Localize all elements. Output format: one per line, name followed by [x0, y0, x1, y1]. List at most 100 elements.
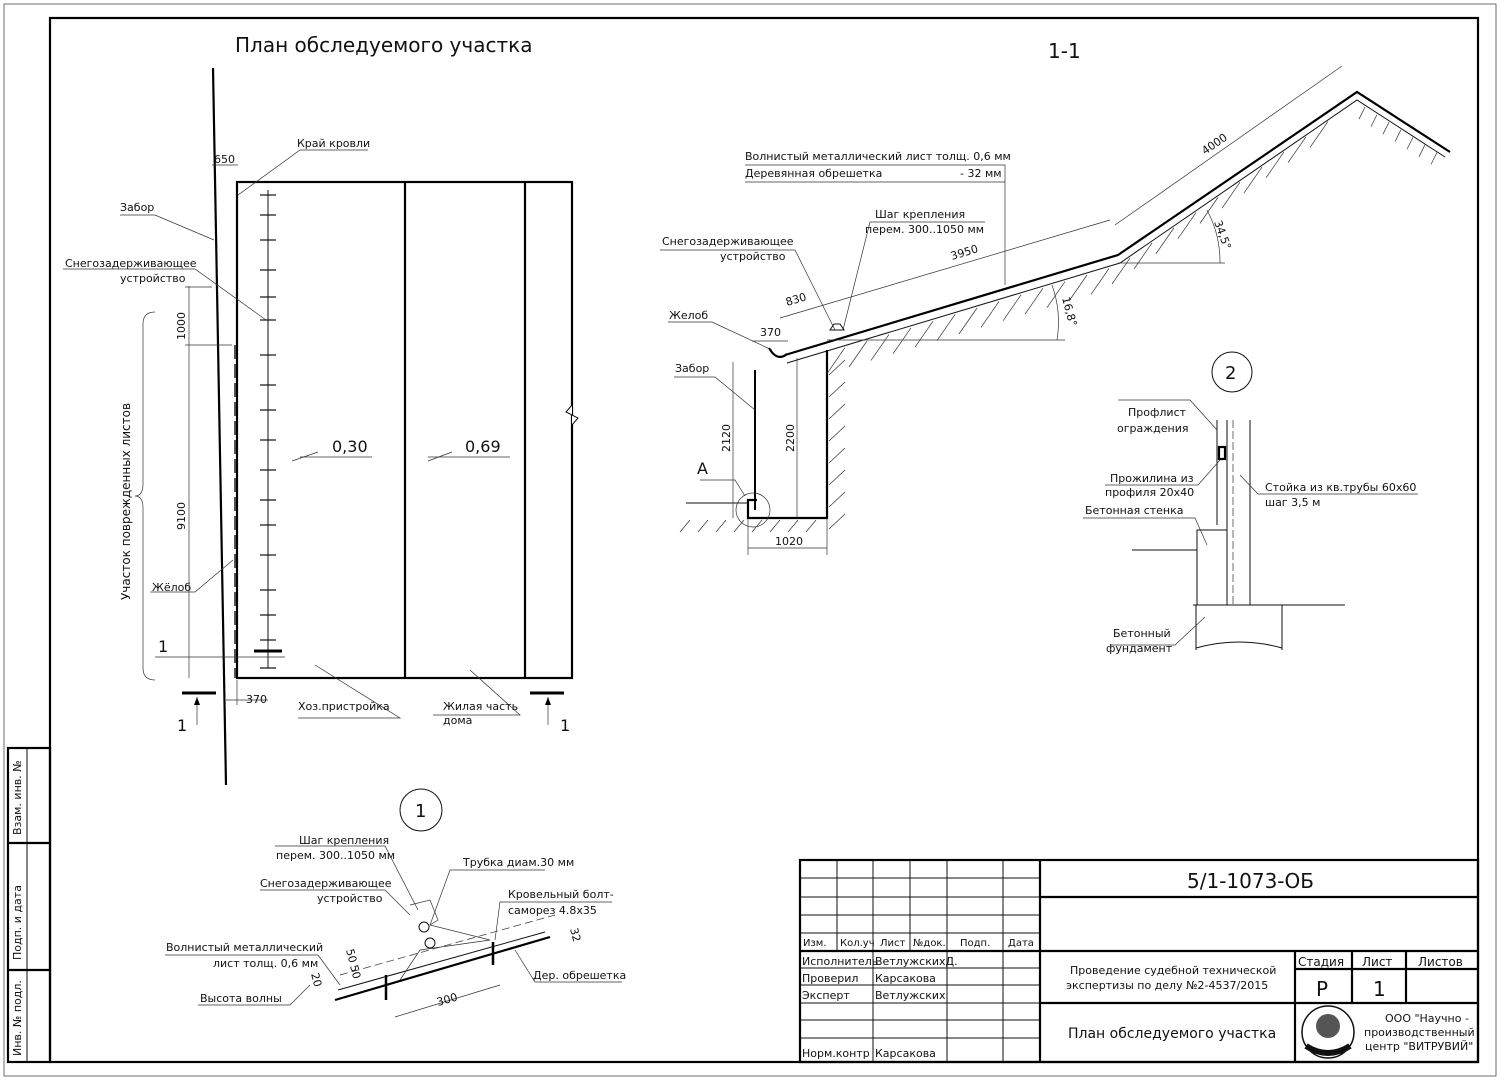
stage-value: Р: [1316, 977, 1328, 1001]
angle-168: 16,8°: [1059, 295, 1079, 327]
dim-32: 32: [567, 926, 583, 943]
label-batten-value: - 32 мм: [960, 167, 1002, 180]
stamp-label: Взам. инв. №: [11, 760, 24, 835]
label-snow-guard: устройство: [317, 892, 383, 905]
hatch-line: [679, 519, 691, 533]
stamp-label: Инв. № подл.: [11, 980, 24, 1056]
concrete-foundation: [1195, 605, 1283, 650]
hatch-line: [1133, 242, 1153, 270]
dim-300: 300: [435, 991, 459, 1009]
role-label: Исполнитель: [802, 955, 878, 968]
plan-title: План обследуемого участка: [235, 33, 532, 57]
hatch-line: [1199, 197, 1219, 224]
hatch-line: [828, 359, 846, 376]
dim-20: 20: [308, 971, 324, 988]
dim-650: 650: [214, 153, 235, 166]
section-1-1: A Волнистый металлический лист толщ. 0,6…: [660, 65, 1451, 555]
label-gutter: Желоб: [669, 309, 708, 322]
hatch-line: [980, 301, 1000, 328]
label-fence: Забор: [120, 201, 154, 214]
project-title: Проведение судебной технической: [1070, 964, 1276, 977]
node-a-label: A: [697, 459, 708, 478]
hatch-line: [1370, 114, 1378, 127]
hatch-line: [828, 469, 846, 486]
role-label: Норм.контр: [802, 1047, 870, 1060]
label-post: шаг 3,5 м: [1265, 496, 1320, 509]
hatch-line: [805, 519, 817, 533]
hatch-line: [697, 519, 709, 533]
role-label: Проверил: [802, 972, 858, 985]
dim-9100: 9100: [175, 502, 188, 530]
site-plan: Край кровли Забор Снегозадерживающее уст…: [63, 67, 579, 786]
label-foundation: фундамент: [1106, 642, 1173, 655]
slope-value: 0,30: [332, 437, 368, 456]
hatch-line: [914, 321, 934, 348]
hatch-line: [848, 340, 868, 368]
hatch-line: [1024, 288, 1044, 315]
label-post: Стойка из кв.трубы 60x60: [1265, 481, 1416, 494]
org-name: производственный: [1364, 1026, 1475, 1039]
column-header: №док.: [913, 938, 946, 949]
label-profile-sheet: ограждения: [1117, 422, 1188, 435]
dim-370: 370: [246, 693, 267, 706]
sheet-name: План обследуемого участка: [1068, 1026, 1276, 1042]
section-title: 1-1: [1048, 39, 1081, 63]
role-name: ВетлужскихД.: [875, 955, 958, 968]
hatch-line: [1221, 182, 1241, 209]
cut-mark: 1: [158, 637, 168, 656]
break-symbol: [565, 404, 579, 426]
label-wavy-sheet: лист толщ. 0,6 мм: [213, 957, 318, 970]
slope-value: 0,69: [465, 437, 501, 456]
label-foundation: Бетонный: [1113, 627, 1171, 640]
damaged-area-brace: [134, 311, 156, 681]
hatch-line: [958, 307, 978, 335]
label-wave-height: Высота волны: [200, 992, 282, 1005]
org-name: ООО "Научно -: [1385, 1012, 1469, 1025]
org-name: центр "ВИТРУВИЙ": [1365, 1040, 1473, 1053]
label-damaged-area: Участок поврежденных листов: [119, 403, 133, 600]
hatch-line: [1068, 274, 1088, 302]
hatch-line: [828, 381, 846, 398]
dim-370: 370: [760, 326, 781, 339]
column-header: Подп.: [960, 938, 990, 949]
label-wavy-sheet: Волнистый металлический: [166, 941, 323, 954]
node-a-circle: [735, 492, 771, 528]
stage-label: Стадия: [1298, 955, 1344, 969]
column-header: Лист: [880, 938, 906, 949]
dim-2120: 2120: [720, 424, 733, 452]
hatch-line: [1002, 294, 1022, 321]
detail-2-number: 2: [1225, 363, 1236, 384]
hatch-line: [1406, 137, 1414, 150]
label-snow-guard: Снегозадерживающее: [65, 257, 197, 270]
hatch-line: [1430, 152, 1438, 165]
sheets-label: Листов: [1418, 955, 1463, 969]
hatch-line: [787, 519, 799, 533]
label-concrete-wall: Бетонная стенка: [1085, 504, 1184, 517]
label-fastening-step: Шаг крепления: [299, 834, 389, 847]
inner-frame: [48, 16, 1480, 1064]
label-snow-guard: Снегозадерживающее: [260, 877, 392, 890]
label-rail: профиля 20x40: [1105, 486, 1194, 499]
role-name: Ветлужских: [875, 989, 946, 1002]
label-snow-guard: устройство: [120, 272, 186, 285]
hatch-line: [1265, 151, 1285, 179]
label-rail: Прожилина из: [1110, 472, 1194, 485]
hatch-line: [1358, 106, 1366, 120]
hatch-line: [1243, 166, 1263, 194]
column-header: Дата: [1008, 938, 1034, 949]
dim-50: 50: [343, 947, 359, 964]
hatch-line: [1287, 136, 1307, 163]
hatch-line: [1418, 144, 1426, 157]
hatch-line: [1177, 212, 1197, 239]
label-gutter: Жёлоб: [152, 581, 191, 594]
fence-line: [211, 67, 228, 786]
label-batten: Дер. обрешетка: [533, 969, 626, 982]
hatch-line: [828, 513, 846, 530]
dim-2200: 2200: [784, 424, 797, 452]
gutter-shape: [768, 347, 788, 358]
hatch-line: [733, 519, 745, 533]
detail-1: 1 300 50 50 20 32 Шаг крепления перем. 3…: [165, 788, 626, 1018]
hatch-line: [828, 491, 846, 508]
hatch-line: [936, 314, 956, 341]
dim-1000: 1000: [175, 312, 188, 340]
